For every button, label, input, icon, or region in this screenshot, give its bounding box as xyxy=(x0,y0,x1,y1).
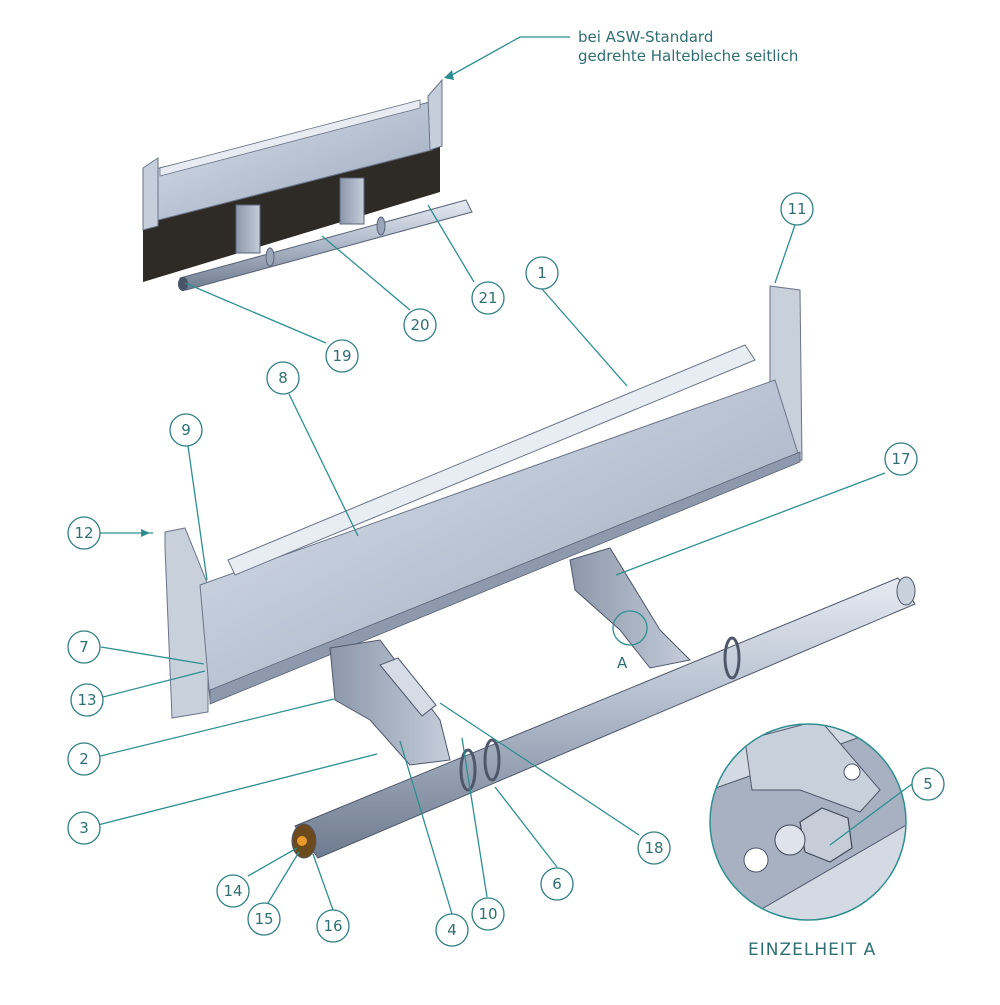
main-assembly xyxy=(164,285,916,859)
svg-text:2: 2 xyxy=(79,750,89,768)
top-right-bracket-plate xyxy=(427,78,443,151)
callout-18: 18 xyxy=(637,831,671,865)
svg-text:12: 12 xyxy=(74,524,93,542)
callout-21: 21 xyxy=(471,281,505,315)
svg-text:11: 11 xyxy=(787,200,806,218)
svg-text:5: 5 xyxy=(923,775,933,793)
detail-a-title: EINZELHEIT A xyxy=(748,940,877,960)
svg-text:13: 13 xyxy=(77,691,96,709)
svg-text:7: 7 xyxy=(79,638,89,656)
top-tube-ring-left xyxy=(265,247,275,267)
detail-a-border xyxy=(709,723,907,921)
svg-text:8: 8 xyxy=(278,369,288,387)
callout-8: 8 xyxy=(266,361,300,395)
callout-3: 3 xyxy=(67,811,101,845)
svg-text:10: 10 xyxy=(478,905,497,923)
tube-clamp-left xyxy=(459,748,477,792)
callout-9: 9 xyxy=(169,413,203,447)
detail-bolt xyxy=(774,824,806,856)
callout-14: 14 xyxy=(216,874,250,908)
note-text: bei ASW-Standard gedrehte Haltebleche se… xyxy=(578,28,798,66)
tube-end-plug xyxy=(297,836,307,846)
detail-hex-nut xyxy=(799,807,853,863)
svg-text:3: 3 xyxy=(79,819,89,837)
leader-lines xyxy=(85,36,913,915)
tube-clamp-right xyxy=(723,636,741,680)
callout-17: 17 xyxy=(884,442,918,476)
tube-clamp-center xyxy=(483,738,501,782)
main-plate-bottom-edge xyxy=(209,451,801,705)
top-tube-ring-right xyxy=(376,216,386,236)
callout-2: 2 xyxy=(67,742,101,776)
callout-1: 1 xyxy=(525,256,559,290)
spring-link xyxy=(379,657,437,717)
callout-19: 19 xyxy=(325,339,359,373)
callout-7: 7 xyxy=(67,630,101,664)
main-tube-right-end xyxy=(896,576,916,606)
svg-text:15: 15 xyxy=(254,910,273,928)
top-mud-flap xyxy=(143,142,440,282)
callout-5: 5 xyxy=(911,767,945,801)
svg-text:21: 21 xyxy=(478,289,497,307)
main-left-side-plate xyxy=(164,527,209,719)
main-plate-top-flange xyxy=(227,344,756,576)
callout-11: 11 xyxy=(780,192,814,226)
svg-text:14: 14 xyxy=(223,882,242,900)
callout-12: 12 xyxy=(67,516,101,550)
svg-text:6: 6 xyxy=(552,875,562,893)
top-tube-end xyxy=(178,277,188,291)
detail-a-marker-circle xyxy=(612,610,648,646)
svg-text:1: 1 xyxy=(537,264,547,282)
top-assembly xyxy=(142,78,473,291)
svg-text:18: 18 xyxy=(644,839,663,857)
right-swing-bracket xyxy=(569,547,692,669)
callout-4: 4 xyxy=(435,913,469,947)
top-hinge-right xyxy=(339,177,365,225)
top-hinge-left xyxy=(235,204,261,254)
top-left-bracket-plate xyxy=(142,157,159,231)
callout-6: 6 xyxy=(540,867,574,901)
detail-a-view xyxy=(709,723,907,921)
svg-text:19: 19 xyxy=(332,347,351,365)
detail-a-marker-label: A xyxy=(617,654,628,672)
left-swing-bracket xyxy=(329,639,451,766)
svg-text:4: 4 xyxy=(447,921,457,939)
note-line-1: bei ASW-Standard xyxy=(578,28,714,46)
svg-text:20: 20 xyxy=(410,316,429,334)
detail-latch xyxy=(744,724,881,813)
callout-16: 16 xyxy=(316,909,350,943)
detail-hole-left xyxy=(743,847,769,873)
callout-15: 15 xyxy=(247,902,281,936)
callout-20: 20 xyxy=(403,308,437,342)
svg-text:17: 17 xyxy=(891,450,910,468)
detail-hole xyxy=(843,763,861,781)
callout-13: 13 xyxy=(70,683,104,717)
callout-10: 10 xyxy=(471,897,505,931)
svg-text:16: 16 xyxy=(323,917,342,935)
note-line-2: gedrehte Haltebleche seitlich xyxy=(578,47,799,65)
top-plate-flange xyxy=(159,99,421,177)
svg-text:9: 9 xyxy=(181,421,191,439)
